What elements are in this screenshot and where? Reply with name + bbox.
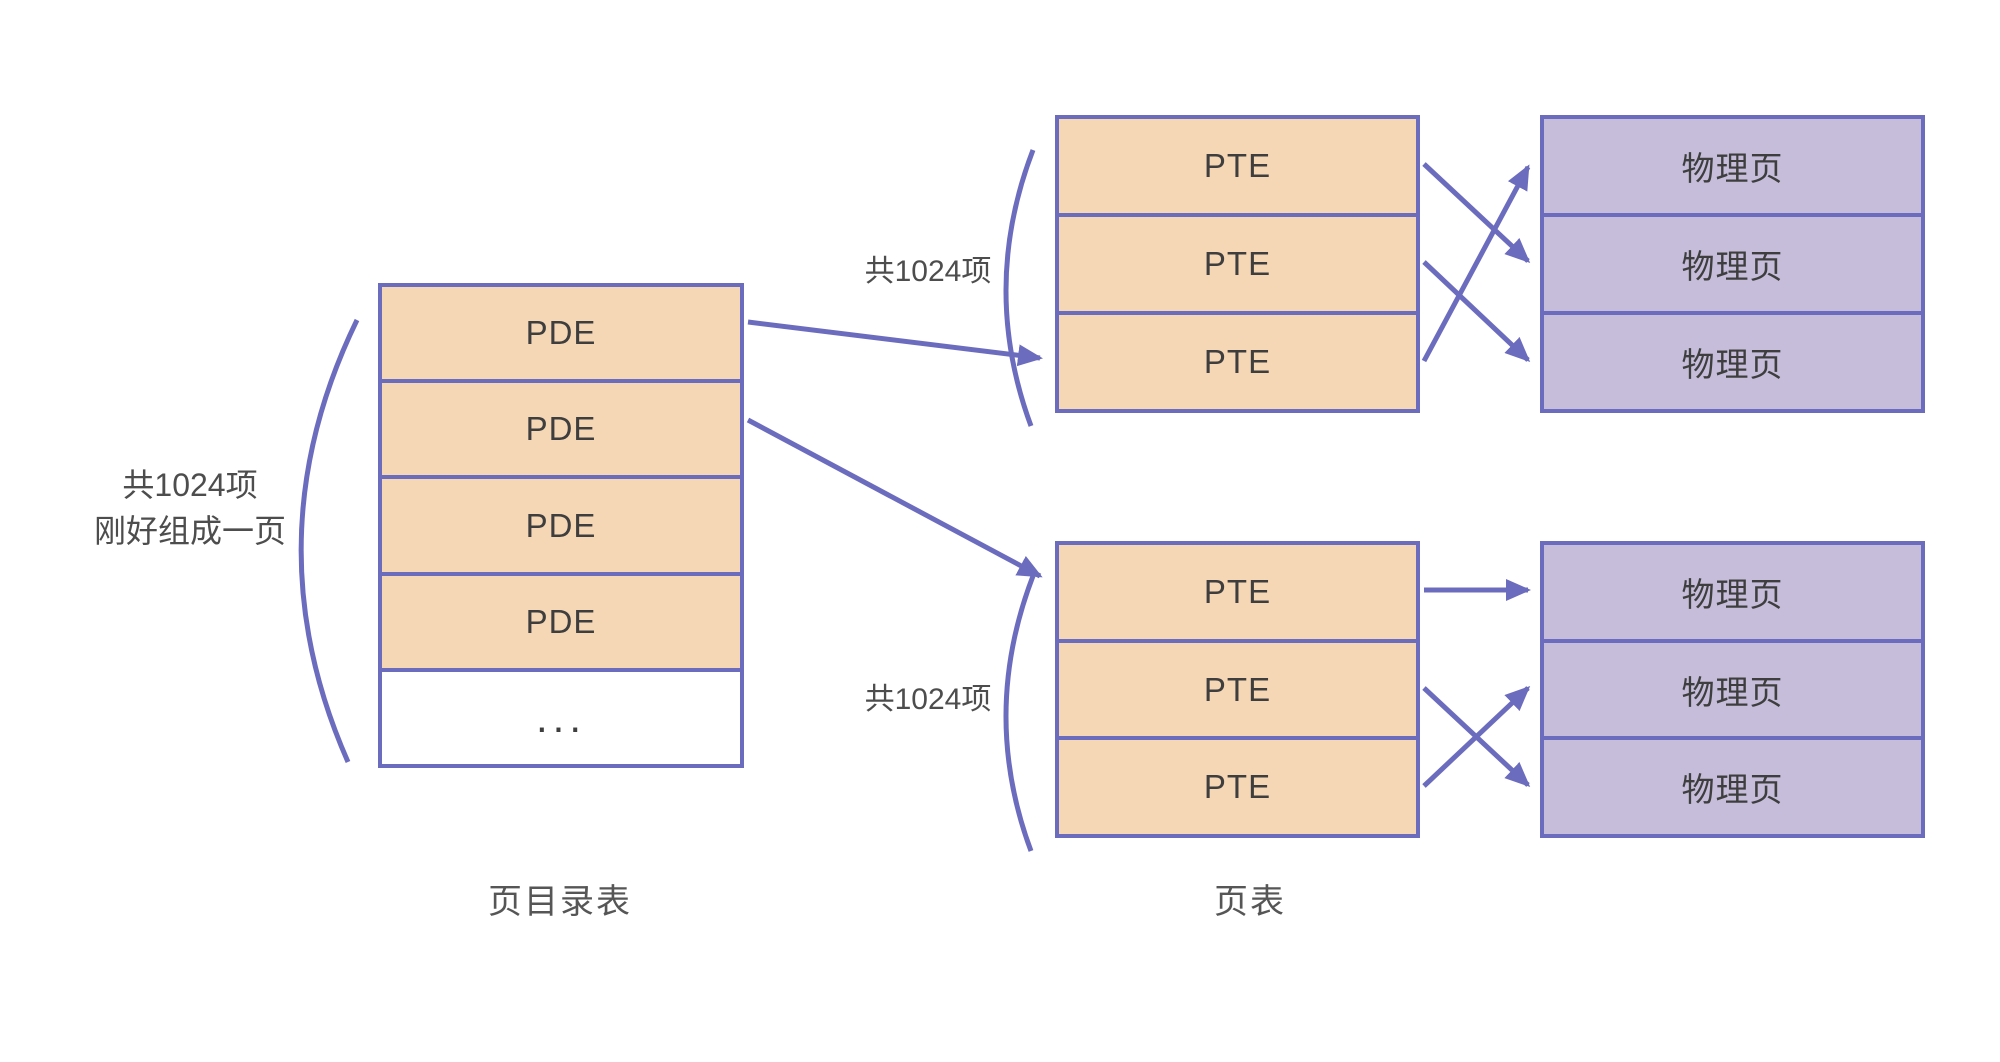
page-directory-table: PDE PDE PDE PDE ...	[378, 283, 744, 768]
arrow-pde2-to-page-table-bottom	[746, 417, 1043, 579]
top-pte-cell-3: PTE	[1059, 315, 1416, 409]
pde-cell-4: PDE	[382, 575, 740, 672]
page-table-caption: 页表	[1214, 883, 1286, 921]
physical-pages-top: 物理页 物理页 物理页	[1540, 115, 1925, 413]
bottom-physical-page-3: 物理页	[1544, 740, 1921, 835]
arrow-top-pte2-to-phy3	[1422, 260, 1531, 363]
bottom-pte-cell-1: PTE	[1059, 545, 1416, 643]
top-physical-page-2: 物理页	[1544, 217, 1921, 315]
physical-pages-bottom: 物理页 物理页 物理页	[1540, 541, 1925, 838]
arrow-top-pte1-to-phy2	[1422, 162, 1531, 264]
pde-cell-2: PDE	[382, 383, 740, 480]
page-table-top: PTE PTE PTE	[1055, 115, 1420, 413]
pde-cell-3: PDE	[382, 479, 740, 576]
pde-cell-1: PDE	[382, 287, 740, 384]
top-pte-cell-1: PTE	[1059, 119, 1416, 217]
bottom-physical-page-2: 物理页	[1544, 642, 1921, 741]
top-physical-page-3: 物理页	[1544, 315, 1921, 409]
bottom-physical-page-1: 物理页	[1544, 545, 1921, 643]
top-physical-page-1: 物理页	[1544, 119, 1921, 217]
page-table-top-count-label: 共1024项	[864, 255, 992, 288]
page-table-bottom: PTE PTE PTE	[1055, 541, 1420, 838]
arrow-bottom-pte2-to-phy3	[1422, 686, 1531, 788]
bottom-pte-cell-2: PTE	[1059, 642, 1416, 741]
arrow-bottom-pte3-to-phy2	[1422, 685, 1531, 788]
pde-count-line2: 刚好组成一页	[93, 513, 286, 550]
page-table-bottom-count-label: 共1024项	[864, 683, 992, 716]
arrow-pde1-to-page-table-top	[747, 319, 1043, 367]
pde-ellipsis-cell: ...	[382, 671, 740, 765]
arrow-top-pte3-to-phy1	[1421, 164, 1531, 363]
pde-count-label: 共1024项 刚好组成一页	[30, 462, 350, 555]
bottom-pte-cell-3: PTE	[1059, 740, 1416, 835]
pde-count-line1: 共1024项	[122, 467, 258, 503]
top-pte-cell-2: PTE	[1059, 217, 1416, 315]
page-directory-caption: 页目录表	[488, 883, 632, 921]
